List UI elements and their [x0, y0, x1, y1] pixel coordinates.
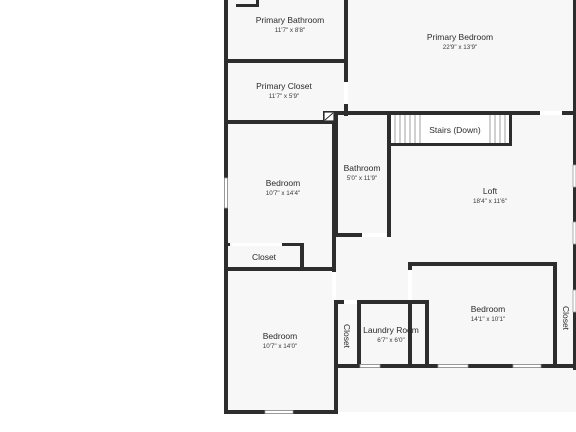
bedroom-4-label: Bedroom — [471, 304, 506, 314]
bedroom-4-dims: 14'1" x 10'1" — [471, 316, 506, 323]
loft-dims: 18'4" x 11'6" — [473, 198, 507, 205]
primary-closet-dims: 11'7" x 5'9" — [269, 93, 300, 100]
closet-2-label: Closet — [252, 252, 277, 262]
bedroom-2-label: Bedroom — [266, 178, 301, 188]
closet-4-label: Closet — [561, 306, 571, 331]
primary-bedroom-dims: 22'9" x 13'9" — [443, 44, 478, 51]
stairs-treads — [391, 113, 512, 146]
primary-bedroom-label: Primary Bedroom — [427, 32, 493, 42]
laundry-label: Laundry Room — [363, 325, 419, 335]
bathroom-dims: 5'0" x 11'9" — [347, 175, 378, 182]
bedroom-3-dims: 10'7" x 14'0" — [263, 343, 298, 350]
laundry-dims: 6'7" x 6'0" — [377, 337, 405, 344]
primary-bathroom-label: Primary Bathroom — [256, 15, 325, 25]
stairs-label: Stairs (Down) — [429, 125, 481, 135]
loft-label: Loft — [483, 186, 498, 196]
primary-bathroom-dims: 11'7" x 8'8" — [275, 27, 306, 34]
bathroom-label: Bathroom — [344, 163, 381, 173]
hatch-box — [323, 111, 335, 122]
bedroom-2-dims: 10'7" x 14'4" — [266, 190, 301, 197]
floor-fills — [227, 0, 576, 412]
room-labels: Primary Bathroom 11'7" x 8'8" Primary Be… — [252, 15, 571, 350]
primary-closet-label: Primary Closet — [256, 81, 312, 91]
bedroom-3-label: Bedroom — [263, 331, 298, 341]
windows — [224, 164, 576, 414]
openings — [232, 82, 562, 304]
closet-3-label: Closet — [342, 324, 352, 349]
